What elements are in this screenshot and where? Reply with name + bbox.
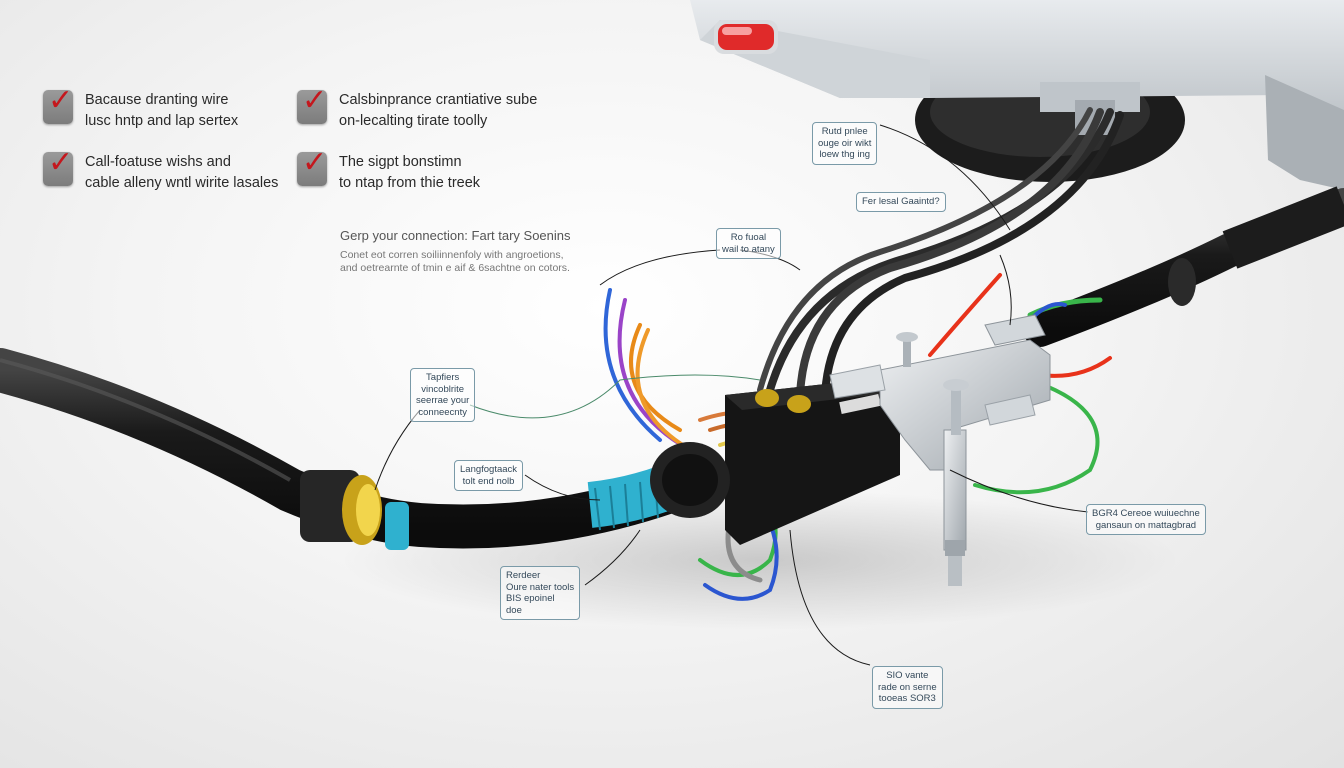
checklist-item-4: ✓ The sigpt bonstimn to ntap from thie tr… — [297, 146, 481, 194]
checklist-item-3: ✓ Calsbinprance crantiative sube on-lecal… — [297, 84, 538, 132]
checklist-item-3-line2: on-lecalting tirate toolly — [339, 113, 488, 129]
checklist-item-2: ✓ Call-foatuse wishs and cable alleny wnt… — [43, 146, 279, 194]
callout-4-line2: vincoblrite — [421, 383, 465, 395]
callout-5: Langfogtaack tolt end nolb — [454, 460, 524, 491]
rear-cable — [1023, 186, 1344, 347]
callout-6-line3: BIS epoinel — [506, 593, 555, 604]
checkbox-4: ✓ — [297, 146, 327, 186]
connector-block — [650, 378, 900, 545]
callout-6-line4: doe — [506, 604, 522, 616]
checklist-item-4-line1: The sigpt bonstimn — [339, 154, 462, 170]
callout-8: SIO vante rade on serne tooeas SOR3 — [872, 666, 943, 709]
callout-4-line3: seerrae your — [416, 395, 470, 406]
callout-8-line2: rade on serne — [878, 681, 937, 693]
check-mark-icon: ✓ — [302, 145, 328, 180]
callout-3: Ro fuoal wail to atany — [716, 228, 781, 259]
intro-heading: Gerp your connection: Fart tary Soenins — [340, 228, 571, 243]
callout-1: Rutd pnlee ouge oir wikt loew thg ing — [812, 122, 878, 165]
callout-4-line1: Tapfiers — [426, 372, 460, 383]
checklist-item-3-line1: Calsbinprance crantiative sube — [339, 92, 538, 108]
callout-4: Tapfiers vincoblrite seerrae your connee… — [410, 368, 476, 422]
check-mark-icon: ✓ — [48, 145, 74, 180]
checklist-item-4-line2: to ntap from thie treek — [339, 175, 481, 191]
callout-7: BGR4 Cereoe wuiuechne gansaun on mattagb… — [1086, 504, 1206, 535]
callout-5-line2: tolt end nolb — [462, 475, 515, 487]
callout-5-line1: Langfogtaack — [460, 464, 518, 475]
callout-7-line1: BGR4 Cereoe wuiuechne — [1092, 508, 1200, 519]
checkbox-2: ✓ — [43, 146, 73, 186]
callout-1-line1: Rutd pnlee — [821, 126, 868, 137]
checklist-item-1-line2: lusc hntp and lap sertex — [85, 113, 239, 129]
callout-7-line2: gansaun on mattagbrad — [1095, 519, 1197, 531]
tail-light — [714, 20, 778, 54]
callout-8-line3: tooeas SOR3 — [878, 693, 936, 704]
checklist-item-2-line2: cable alleny wntl wirite lasales — [85, 175, 279, 191]
callout-6-line2: Oure nater tools — [506, 581, 575, 593]
callout-6: Rerdeer Oure nater tools BIS epoinel doe — [500, 566, 581, 620]
intro-line-2: and oetrearnte of tmin e aif & 6sachtne … — [340, 262, 570, 274]
bundle-wires — [757, 107, 1124, 399]
checklist-item-1-line1: Bacause dranting wire — [85, 92, 229, 108]
cable-coupler — [300, 470, 382, 545]
intro-line-1: Conet eot corren soiliinnenfoly with ang… — [340, 249, 564, 261]
callout-leader-lines — [374, 124, 1089, 666]
check-mark-icon: ✓ — [302, 83, 328, 118]
checklist-item-1: ✓ Bacause dranting wire lusc hntp and lap… — [43, 84, 239, 132]
checkbox-3: ✓ — [297, 84, 327, 124]
callout-2: Fer lesal Gaaintd? — [856, 192, 946, 212]
checklist-item-2-line1: Call-foatuse wishs and — [85, 154, 231, 170]
intro-block: Gerp your connection: Fart tary Soenins … — [340, 228, 571, 275]
callout-8-line1: SIO vante — [886, 670, 929, 681]
callout-3-line1: Ro fuoal — [730, 232, 767, 243]
mounting-bracket — [829, 314, 1051, 586]
callout-1-line3: loew thg ing — [819, 149, 871, 160]
check-mark-icon: ✓ — [48, 83, 74, 118]
callout-6-line1: Rerdeer — [506, 570, 541, 581]
callout-3-line2: wail to atany — [722, 243, 775, 255]
checkbox-1: ✓ — [43, 84, 73, 124]
callout-4-line4: conneecnty — [418, 406, 467, 418]
callout-2-line1: Fer lesal Gaaintd? — [862, 196, 940, 207]
callout-1-line2: ouge oir wikt — [818, 137, 872, 149]
